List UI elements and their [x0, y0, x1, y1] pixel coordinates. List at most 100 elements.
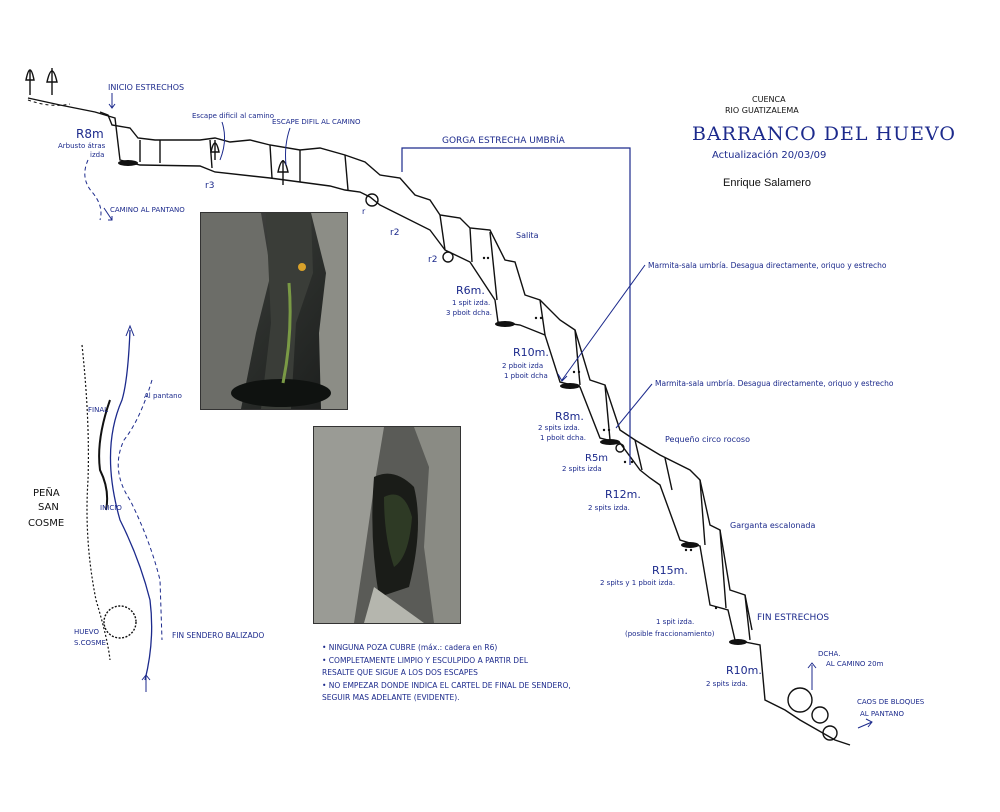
label-escape-1: Escape dificil al camino	[192, 112, 274, 120]
label-caos-2: AL PANTANO	[860, 710, 904, 718]
map-huevo-2: S.COSME	[74, 639, 106, 647]
rappel-r10a-note2: 1 pboit dcha	[504, 372, 548, 380]
header-rio: RIO GUATIZALEMA	[725, 106, 799, 115]
label-camino-pantano: CAMINO AL PANTANO	[110, 206, 185, 214]
canyon-wall-line	[99, 111, 753, 631]
rappel-r8b-note2: 1 pboit dcha.	[540, 434, 586, 442]
rappel-r12-note1: 2 spits izda.	[588, 504, 630, 512]
trail-dashed	[117, 379, 163, 641]
rappel-r8-top-note1: Arbusto átras	[58, 142, 106, 150]
map-pena-2: SAN	[38, 502, 59, 513]
canyon-block-6	[719, 529, 751, 641]
label-inicio-estrechos: INICIO ESTRECHOS	[108, 83, 184, 92]
note-line: • NO EMPEZAR DONDE INDICA EL CARTEL DE F…	[322, 681, 571, 690]
pool	[681, 542, 699, 548]
anchor-dot	[684, 548, 688, 552]
anchor-dot	[572, 370, 576, 374]
rappel-r15-note1: 2 spits y 1 pboit izda.	[600, 579, 675, 587]
anchor-dot	[689, 548, 693, 552]
tree-icon	[25, 69, 35, 95]
tree-icon	[277, 160, 289, 185]
boulder	[615, 443, 625, 453]
canyon-block-3	[439, 214, 498, 301]
boulder	[811, 706, 829, 724]
map-pena-1: PEÑA	[33, 486, 60, 499]
river-line	[109, 329, 153, 681]
update-date: Actualización 20/03/09	[712, 149, 826, 161]
pool	[600, 439, 620, 445]
label-caos-1: CAOS DE BLOQUES	[857, 698, 925, 706]
anchor-dot	[630, 460, 634, 464]
top-labels: INICIO ESTRECHOS Escape dificil al camin…	[27, 83, 631, 465]
arrow-icon	[807, 662, 817, 690]
rappel-r8-top: R8m	[76, 127, 104, 141]
arrow-icon	[285, 127, 291, 166]
rappel-r10a-note1: 2 pboit izda	[502, 362, 543, 370]
canyon-block-2	[269, 144, 349, 191]
canyon-track	[98, 399, 111, 511]
canyon-block-5	[634, 439, 706, 546]
anchor-dot	[607, 428, 611, 432]
anchor-dot	[539, 316, 543, 320]
rappel-r8b-note1: 2 spits izda.	[538, 424, 580, 432]
tree-icon	[46, 68, 58, 95]
notes: • NINGUNA POZA CUBRE (máx.: cadera en R6…	[322, 643, 571, 702]
label-circo: Pequeño circo rocoso	[665, 435, 750, 444]
rappel-r5-note1: 2 spits izda	[562, 465, 602, 473]
anchor-dot	[714, 606, 718, 610]
label-marmita-1: Marmita-sala umbría. Desagua directament…	[648, 261, 887, 270]
arrow-icon	[103, 207, 113, 221]
arrow-icon	[219, 121, 226, 161]
camino-dashed-path	[84, 159, 102, 221]
pool	[495, 321, 515, 327]
rappel-r6-note2: 3 pboit dcha.	[446, 309, 492, 317]
boulder	[365, 193, 379, 207]
rappel-r3: r3	[205, 181, 214, 191]
anchor-dot	[482, 256, 486, 260]
arrow-icon	[615, 383, 653, 429]
sketch-map: PEÑA SAN COSME FINAL Al pantano INICIO H…	[28, 324, 264, 692]
page-title: BARRANCO DEL HUEVO	[692, 123, 956, 145]
note-line: • COMPLETAMENTE LIMPIO Y ESCULPIDO A PAR…	[322, 656, 529, 665]
anchor-dot	[623, 460, 627, 464]
rappel-r6: R6m.	[456, 284, 485, 297]
rappel-r5: R5m	[585, 453, 608, 464]
rappel-r12: R12m.	[605, 488, 641, 501]
anchor-dot	[577, 370, 581, 374]
note-line: SEGUIR MAS ADELANTE (EVIDENTE).	[322, 693, 460, 702]
arrow-icon	[125, 324, 135, 337]
note-line: • NINGUNA POZA CUBRE (máx.: cadera en R6…	[322, 643, 497, 652]
rappel-r10a: R10m.	[513, 346, 549, 359]
boulder	[822, 725, 838, 741]
map-fin-sendero: FIN SENDERO BALIZADO	[172, 631, 264, 640]
author-name: Enrique Salamero	[723, 177, 811, 189]
rappel-frac-note1: 1 spit izda.	[656, 618, 694, 626]
rappel-r8b: R8m.	[555, 410, 584, 423]
rappel-r15: R15m.	[652, 564, 688, 577]
arrow-icon	[857, 718, 873, 729]
rappel-r2b: r2	[428, 255, 437, 265]
right-labels: Marmita-sala umbría. Desagua directament…	[557, 261, 925, 729]
map-inicio: INICIO	[100, 504, 122, 512]
arrow-icon	[557, 264, 646, 382]
header-cuenca: CUENCA	[752, 95, 786, 104]
rappel-r2a: r2	[390, 228, 399, 238]
note-line: RESALTE QUE SIGUE A LOS DOS ESCAPES	[322, 668, 478, 677]
map-final: FINAL	[88, 406, 108, 414]
rappel-labels: R8m Arbusto átras izda r3 r r2 r2 Salita…	[58, 127, 762, 688]
map-pena-3: COSME	[28, 518, 64, 529]
pool	[118, 160, 138, 166]
huevo-rock	[103, 605, 137, 639]
rappel-r6-note1: 1 spit izda.	[452, 299, 490, 307]
anchor-dot	[602, 428, 606, 432]
label-garganta: Garganta escalonada	[730, 521, 815, 530]
arrow-icon	[141, 674, 151, 692]
label-marmita-2: Marmita-sala umbría. Desagua directament…	[655, 379, 894, 388]
anchor-dot	[486, 256, 490, 260]
label-salita: Salita	[516, 231, 539, 240]
map-al-pantano: Al pantano	[144, 392, 182, 400]
boulder	[787, 687, 813, 713]
canyon-photo-2	[313, 426, 461, 624]
rappel-r10b: R10m.	[726, 664, 762, 677]
